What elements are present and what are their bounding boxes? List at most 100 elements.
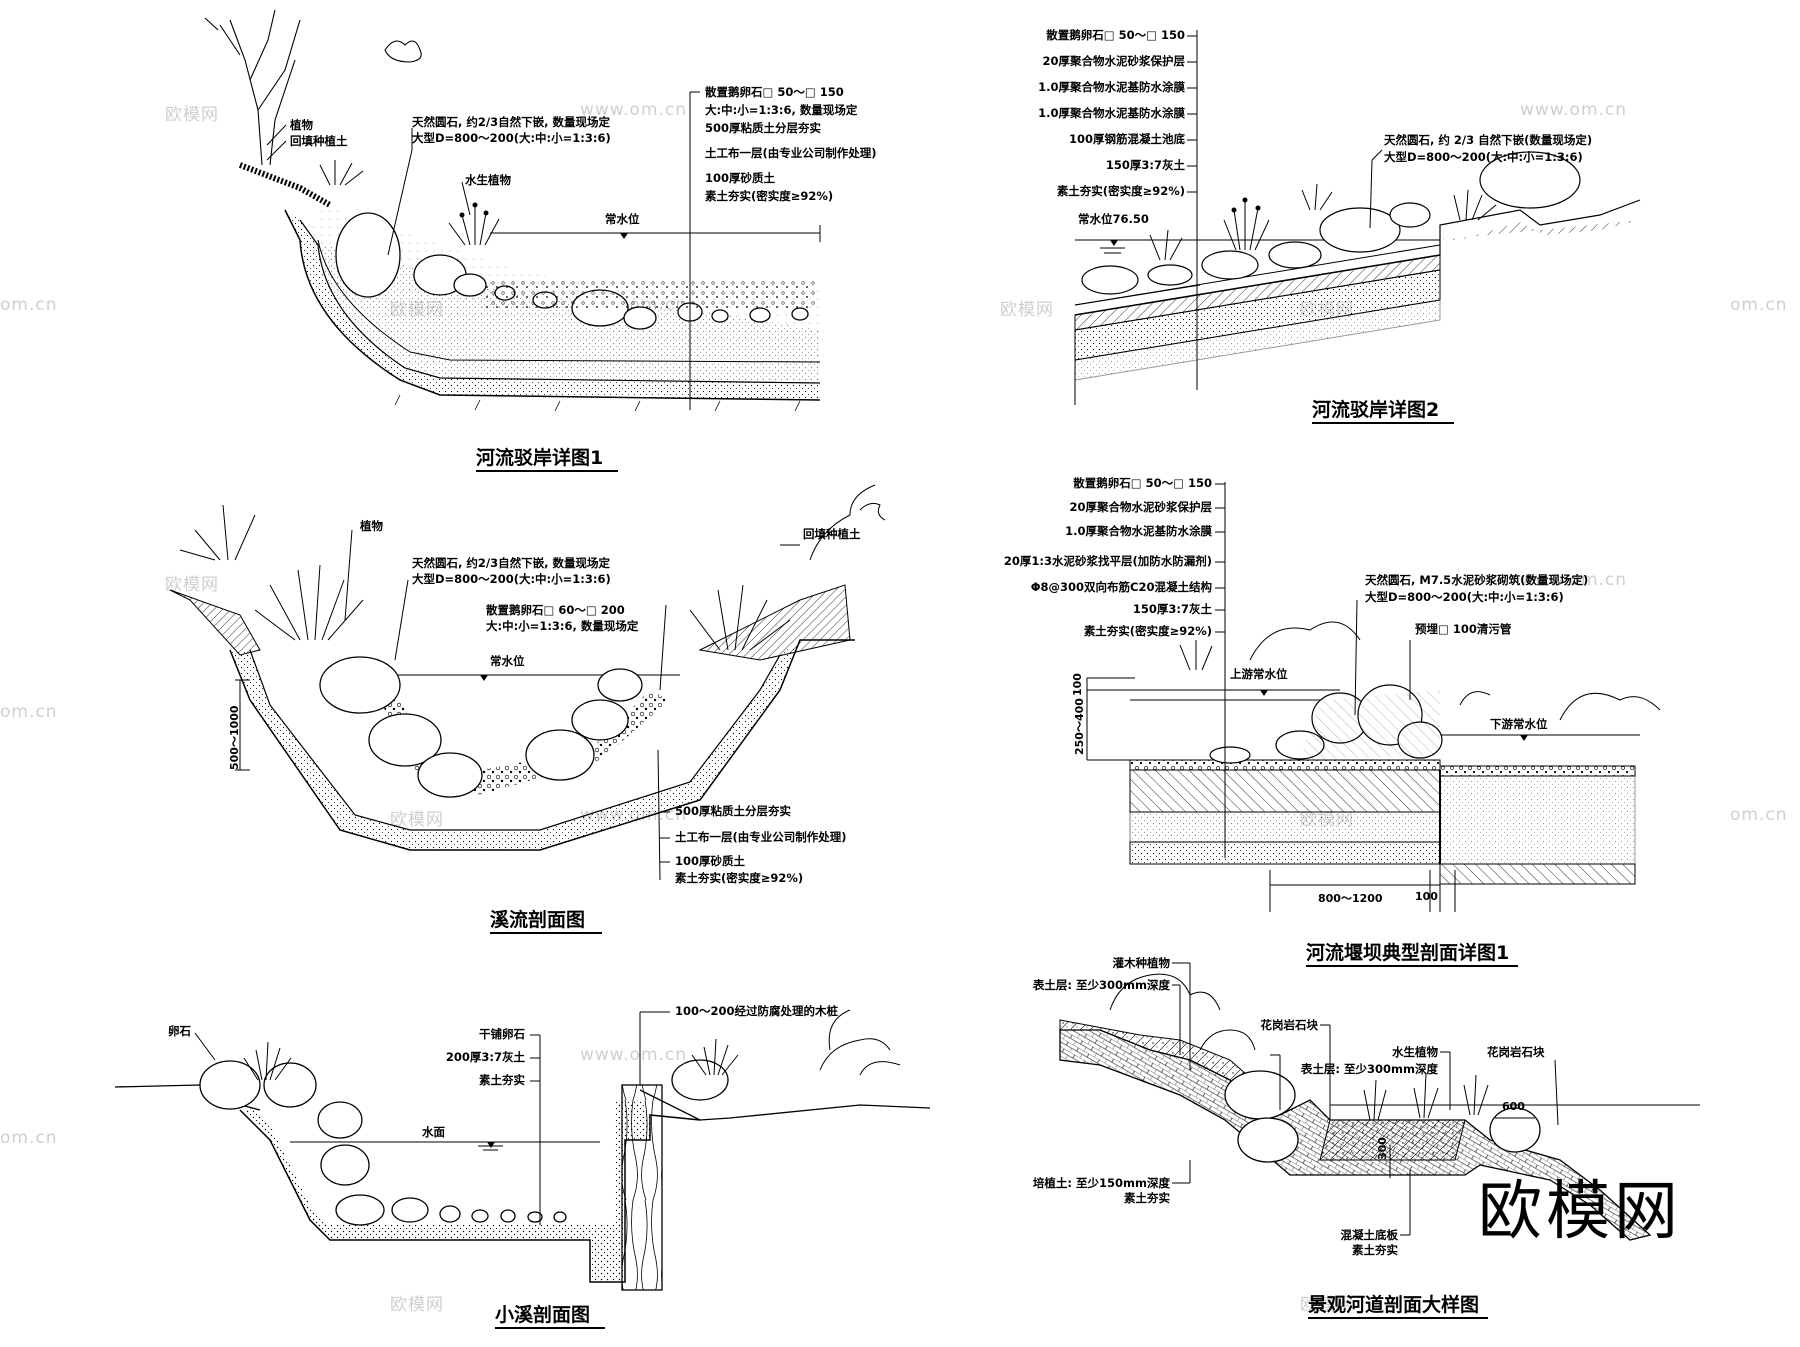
label-sand: 100厚砂质土 xyxy=(675,854,746,868)
label-shrub: 灌木种植物 xyxy=(1112,956,1171,970)
label-upstream-water: 上游常水位 xyxy=(1230,667,1288,681)
label-layer-2: 20厚聚合物水泥砂浆保护层 xyxy=(1069,500,1212,514)
label-plant: 植物 xyxy=(290,118,313,132)
label-concrete: 混凝土底板 xyxy=(1340,1228,1399,1242)
label-backfill: 回填种植土 xyxy=(290,134,348,148)
label-soil: 素土夯实 xyxy=(1124,1191,1170,1205)
watermark-site: www.om.cn xyxy=(1520,100,1628,120)
label-stone: 天然圆石, 约2/3自然下嵌, 数量现场定 xyxy=(412,556,610,570)
label-layer-4: 1.0厚聚合物水泥基防水涂膜 xyxy=(1038,106,1185,120)
label-downstream-water: 下游常水位 xyxy=(1490,717,1548,731)
label-aquatic: 水生植物 xyxy=(1392,1045,1438,1059)
dim-800-1200: 800～1200 xyxy=(1318,892,1383,905)
dim-300: 300 xyxy=(1376,1137,1389,1160)
label-geotextile: 土工布一层(由专业公司制作处理) xyxy=(675,830,847,844)
section-drawing xyxy=(169,484,886,881)
label-stone: 天然圆石, 约2/3自然下嵌, 数量现场定 xyxy=(412,115,610,129)
label-stone-size: 大型D=800～200(大:中:小=1:3:6) xyxy=(412,131,611,145)
label-plant-soil: 培植土: 至少150mm深度 xyxy=(1032,1176,1170,1190)
watermark-site: om.cn xyxy=(0,295,58,315)
panel-weir-section: 散置鹅卵石□ 50～□ 150 20厚聚合物水泥砂浆保护层 1.0厚聚合物水泥基… xyxy=(1003,476,1661,967)
title-weir-section: 河流堰坝典型剖面详图1 xyxy=(1306,942,1510,964)
label-dry-pebble: 干铺卵石 xyxy=(479,1027,525,1041)
watermark-brand: 欧模网 xyxy=(390,810,444,830)
watermark-site: www.om.cn xyxy=(1520,570,1628,590)
label-granite-2: 花岗岩石块 xyxy=(1487,1045,1545,1059)
title-underline xyxy=(490,932,602,934)
label-layer-1: 散置鹅卵石□ 50～□ 150 xyxy=(1046,28,1185,42)
title-small-stream: 小溪剖面图 xyxy=(495,1304,591,1326)
label-layer-3: 1.0厚聚合物水泥基防水涂膜 xyxy=(1065,524,1212,538)
label-topsoil-1: 表土层: 至少300mm深度 xyxy=(1032,978,1170,992)
label-water-level: 常水位76.50 xyxy=(1078,212,1149,226)
label-layer-7: 素土夯实(密实度≥92%) xyxy=(1056,184,1185,198)
label-layer-7: 素土夯实(密实度≥92%) xyxy=(1083,624,1212,638)
section-drawing xyxy=(1086,482,1661,912)
label-wood-pile: 100～200经过防腐处理的木桩 xyxy=(675,1004,839,1018)
label-aquatic: 水生植物 xyxy=(465,173,511,187)
title-underline xyxy=(1312,422,1454,424)
title-underline xyxy=(476,470,618,472)
title-underline xyxy=(1308,1317,1488,1319)
label-stone: 天然圆石, M7.5水泥砂浆砌筑(数量现场定) xyxy=(1365,573,1589,587)
label-layer-6: 150厚3:7灰土 xyxy=(1132,602,1212,616)
label-water-level: 常水位 xyxy=(605,212,640,226)
watermark-brand: 欧模网 xyxy=(1300,1295,1354,1315)
panel-river-bank-detail-2: 散置鹅卵石□ 50～□ 150 20厚聚合物水泥砂浆保护层 1.0厚聚合物水泥基… xyxy=(0,0,1800,440)
label-soil: 素土夯实 xyxy=(479,1073,525,1087)
label-topsoil-2: 表土层: 至少300mm深度 xyxy=(1300,1062,1438,1076)
watermark-site: om.cn xyxy=(0,702,58,722)
watermark-brand: 欧模网 xyxy=(390,1295,444,1315)
label-geotextile: 土工布一层(由专业公司制作处理) xyxy=(705,146,877,160)
title-underline xyxy=(1306,965,1518,967)
watermark-brand: 欧模网 xyxy=(165,105,219,125)
label-layer-3: 1.0厚聚合物水泥基防水涂膜 xyxy=(1038,80,1185,94)
label-pebble-ratio: 大:中:小=1:3:6, 数量现场定 xyxy=(486,619,639,633)
label-plant: 植物 xyxy=(360,519,383,533)
label-pebble: 散置鹅卵石□ 50～□ 150 xyxy=(705,85,844,99)
label-clay: 500厚粘质土分层夯实 xyxy=(705,121,822,135)
watermark-site: www.om.cn xyxy=(580,100,688,120)
label-pebble: 散置鹅卵石□ 60～□ 200 xyxy=(486,603,625,617)
label-pipe: 预埋□ 100清污管 xyxy=(1415,622,1512,636)
watermark-site: om.cn xyxy=(1730,805,1788,825)
label-sand: 100厚砂质土 xyxy=(705,171,776,185)
watermark-site: om.cn xyxy=(0,1128,58,1148)
label-soil: 素土夯实(密实度≥92%) xyxy=(705,189,834,203)
section-drawing xyxy=(204,9,821,412)
watermark-brand: 欧模网 xyxy=(1000,300,1054,320)
watermark-brand: 欧模网 xyxy=(165,575,219,595)
section-drawing xyxy=(1074,30,1641,405)
label-layer-5: 100厚钢筋混凝土池底 xyxy=(1068,132,1185,146)
label-soil: 素土夯实(密实度≥92%) xyxy=(675,871,804,885)
panel-river-bank-detail-1: 植物 回填种植土 天然圆石, 约2/3自然下嵌, 数量现场定 大型D=800～2… xyxy=(0,0,900,480)
label-layer-5: Φ8@300双向布筋C20混凝土结构 xyxy=(1030,580,1212,594)
title-underline xyxy=(495,1327,605,1329)
label-water-level: 常水位 xyxy=(490,654,525,668)
section-drawing xyxy=(114,1009,931,1291)
dim-600: 600 xyxy=(1502,1100,1525,1113)
label-stone-size: 大型D=800～200(大:中:小=1:3:6) xyxy=(1384,150,1583,164)
title-river-bank-1: 河流驳岸详图1 xyxy=(476,447,604,469)
label-stone-size: 大型D=800～200(大:中:小=1:3:6) xyxy=(412,572,611,586)
label-layer-4: 20厚1:3水泥砂浆找平层(加防水防漏剂) xyxy=(1003,554,1212,568)
label-layer-2: 20厚聚合物水泥砂浆保护层 xyxy=(1042,54,1185,68)
watermark-site: om.cn xyxy=(1730,295,1788,315)
title-stream-section: 溪流剖面图 xyxy=(490,909,586,931)
panel-stream-section: 植物 天然圆石, 约2/3自然下嵌, 数量现场定 大型D=800～200(大:中… xyxy=(0,0,900,940)
title-river-bank-2: 河流驳岸详图2 xyxy=(1312,399,1440,421)
label-clay: 500厚粘质土分层夯实 xyxy=(675,804,792,818)
label-stone: 天然圆石, 约 2/3 自然下嵌(数量现场定) xyxy=(1384,133,1593,147)
label-egg-stone: 卵石 xyxy=(168,1024,191,1038)
dim-100-bottom: 100 xyxy=(1415,890,1438,903)
label-layer-6: 150厚3:7灰土 xyxy=(1105,158,1185,172)
watermark-site: www.om.cn xyxy=(580,1045,688,1065)
label-soil-2: 素土夯实 xyxy=(1352,1243,1398,1257)
title-landscape-channel: 景观河道剖面大样图 xyxy=(1308,1294,1480,1316)
label-backfill: 回填种植土 xyxy=(803,527,861,541)
label-stone-size: 大型D=800～200(大:中:小=1:3:6) xyxy=(1365,590,1564,604)
label-pebble-ratio: 大:中:小=1:3:6, 数量现场定 xyxy=(705,103,858,117)
label-granite-1: 花岗岩石块 xyxy=(1260,1018,1319,1032)
